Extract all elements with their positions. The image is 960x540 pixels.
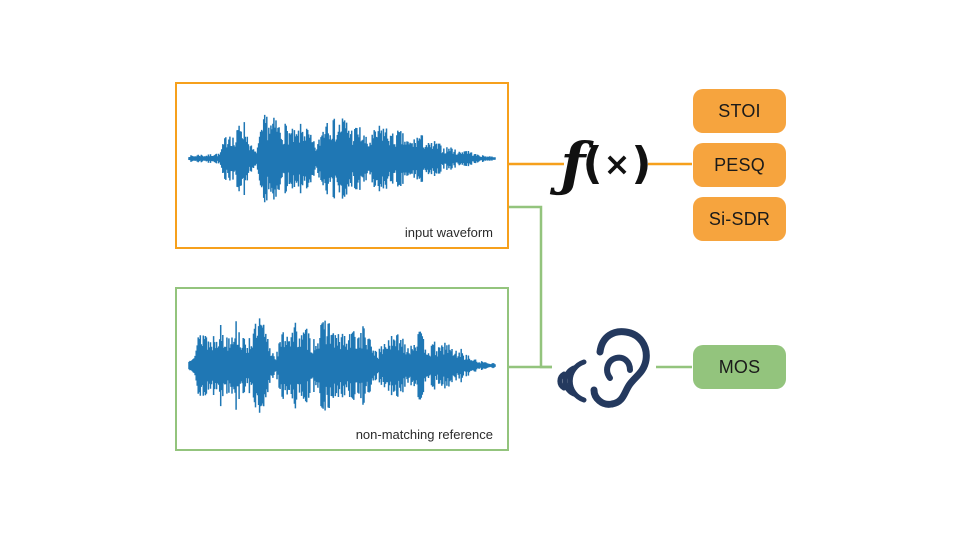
input-waveform-box: input waveform (175, 82, 509, 249)
fx-function-icon: ƒ(×) (561, 120, 652, 208)
ear-inner-curve (604, 354, 633, 381)
sound-wave-large (567, 359, 587, 403)
ear-outline (590, 328, 650, 408)
input-waveform-plot (188, 114, 496, 203)
fx-x-glyph: × (603, 145, 631, 183)
reference-waveform-box: non-matching reference (175, 287, 509, 451)
fx-close-paren: ) (631, 138, 652, 189)
metric-mos: MOS (693, 345, 786, 389)
metric-pesq-label: PESQ (714, 154, 765, 175)
metric-sisdr-label: Si-SDR (708, 208, 771, 229)
ear-listening-icon (552, 318, 656, 416)
sound-wave-small (557, 371, 567, 391)
reference-waveform-label: non-matching reference (355, 427, 493, 442)
metric-stoi: STOI (693, 89, 786, 133)
metric-sisdr: Si-SDR (693, 197, 786, 241)
metric-stoi-label: STOI (718, 100, 761, 121)
fx-open-paren: ( (582, 138, 603, 189)
input-waveform-label: input waveform (404, 225, 493, 240)
metric-mos-label: MOS (718, 356, 761, 377)
reference-waveform-plot (188, 318, 496, 413)
metric-pesq: PESQ (693, 143, 786, 187)
